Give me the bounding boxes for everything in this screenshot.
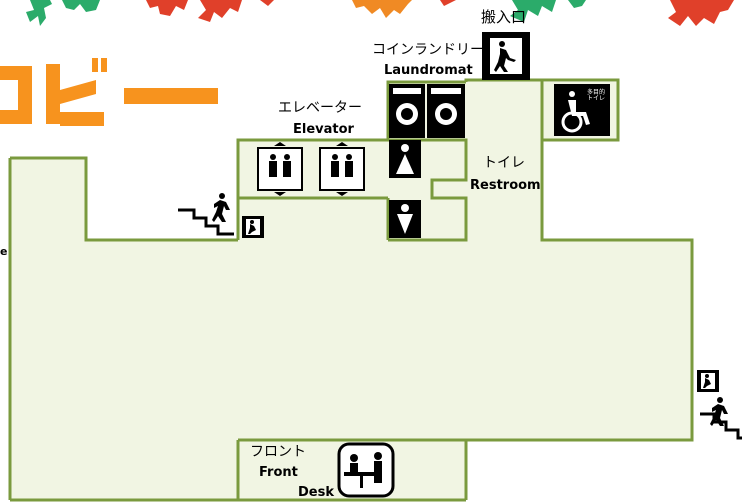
front-jp-label: フロント [250,444,306,460]
laundromat-en-label: Laundromat [384,63,473,78]
desk-en-label: Desk [298,485,334,500]
front-en-label: Front [259,465,298,480]
restroom-jp-label: トイレ [483,155,525,171]
front-desk-icon [337,442,395,498]
lobby-floor [10,80,692,500]
loading-entrance-label: 搬入口 [481,8,527,26]
walls [8,78,694,502]
elevator-en-label: Elevator [293,122,354,137]
emergency-exit-icon [242,216,264,238]
womens-toilet-icon [389,200,421,238]
emergency-exit-icon [482,32,530,80]
lobby-title-glyphs [0,58,218,126]
mens-toilet-icon [389,140,421,178]
elevator-jp-label: エレベーター [278,100,362,116]
laundromat-jp-label: コインランドリー [372,42,484,58]
stairs-icon [178,193,234,236]
emergency-exit-icon [697,370,719,392]
edge-glyph: e [0,245,8,258]
stairs-icon [700,397,742,440]
elevator-icon [257,142,365,196]
accessible-toilet-icon [554,84,610,136]
multipurpose-toilet-label: 多目的 トイレ [586,89,605,102]
coral-decoration [26,0,734,26]
restroom-en-label: Restroom [470,178,541,193]
washing-machine-icon [389,84,465,138]
